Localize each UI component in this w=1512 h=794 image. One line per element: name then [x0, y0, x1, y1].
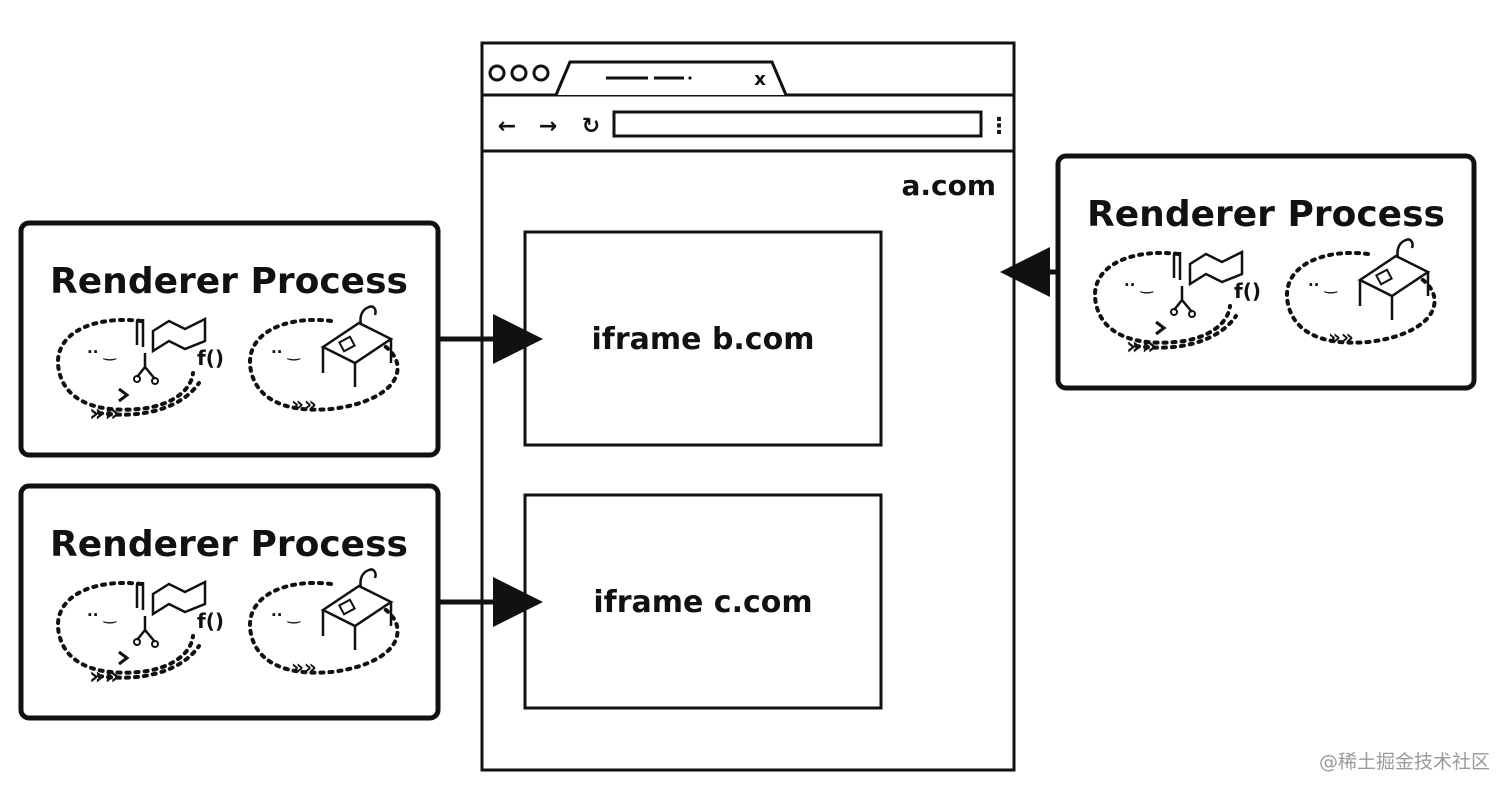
- renderer-process-2: Renderer Process ·· ‿ »» f() ·· ‿ »»: [18, 483, 441, 721]
- node-icon: [151, 640, 159, 648]
- browser-window: x ← → ↻ ⋮ a.com iframe b.com iframe c.co…: [480, 41, 1016, 772]
- lamp-icon: [1396, 238, 1414, 259]
- book-icon: [1172, 249, 1244, 287]
- speed-icon: »»: [1126, 332, 1157, 360]
- iframe-box: [523, 493, 883, 710]
- compositor-thread-icon: ·· ‿ »»: [247, 305, 400, 416]
- arrow-icon: [1155, 320, 1167, 336]
- window-dot-icon[interactable]: [488, 64, 506, 82]
- node-icon: [133, 638, 141, 646]
- smile-icon: ·· ‿: [271, 606, 301, 624]
- tree-icon: [1173, 286, 1193, 313]
- arrow-icon: [118, 650, 130, 666]
- main-thread-icon: ·· ‿ »» f(): [1092, 249, 1261, 360]
- desk-icon: [320, 321, 394, 387]
- paper-icon: [338, 598, 356, 616]
- main-thread-icon: ·· ‿ »» f(): [55, 316, 224, 427]
- forward-arrow-icon[interactable]: →: [539, 114, 557, 139]
- compositor-thread-icon: ·· ‿ »»: [1284, 238, 1437, 349]
- node-icon: [1188, 310, 1196, 318]
- speed-icon: »»: [291, 392, 317, 416]
- function-icon: f(): [197, 346, 224, 370]
- desk-icon: [1357, 254, 1431, 320]
- main-thread-icon: ·· ‿ »» f(): [55, 579, 224, 690]
- tree-icon: [136, 616, 156, 643]
- book-icon: [135, 579, 207, 617]
- function-icon: f(): [1234, 279, 1261, 303]
- lamp-icon: [359, 568, 377, 589]
- speed-icon: »»: [1328, 325, 1354, 349]
- window-dot-icon[interactable]: [510, 64, 528, 82]
- smile-icon: ·· ‿: [271, 343, 301, 361]
- tab-title-dot: [688, 76, 692, 80]
- node-icon: [133, 375, 141, 383]
- window-dot-icon[interactable]: [532, 64, 550, 82]
- window-controls[interactable]: [488, 64, 550, 82]
- arrow-icon: [118, 387, 130, 403]
- browser-tab[interactable]: x: [554, 60, 788, 96]
- top-frame-domain: a.com: [901, 169, 996, 202]
- menu-dots-icon[interactable]: ⋮: [988, 114, 1010, 139]
- back-arrow-icon[interactable]: ←: [498, 114, 516, 139]
- address-bar[interactable]: [612, 110, 983, 138]
- tree-icon: [136, 353, 156, 380]
- iframe-c: iframe c.com: [523, 493, 883, 710]
- iframe-label: iframe b.com: [592, 322, 815, 357]
- watermark: @稀土掘金技术社区: [1319, 751, 1490, 773]
- renderer-process-3: Renderer Process ·· ‿ »» f() ·· ‿ »»: [1055, 153, 1477, 391]
- lamp-icon: [359, 305, 377, 326]
- smile-icon: ·· ‿: [87, 606, 117, 624]
- renderer-process-1: Renderer Process ·· ‿ »» f() ·· ‿ »»: [18, 220, 441, 458]
- iframe-b: iframe b.com: [523, 230, 883, 447]
- speed-icon: »»: [89, 662, 120, 690]
- iframe-label: iframe c.com: [593, 585, 812, 620]
- node-icon: [151, 377, 159, 385]
- smile-icon: ·· ‿: [87, 343, 117, 361]
- tab-close-icon[interactable]: x: [754, 69, 766, 90]
- speed-icon: »»: [291, 655, 317, 679]
- process-title: Renderer Process: [1087, 194, 1445, 235]
- book-icon: [135, 316, 207, 354]
- speed-icon: »»: [89, 399, 120, 427]
- paper-icon: [1375, 268, 1393, 286]
- reload-icon[interactable]: ↻: [582, 114, 600, 139]
- browser-toolbar: ← → ↻ ⋮: [498, 110, 1010, 139]
- function-icon: f(): [197, 609, 224, 633]
- smile-icon: ·· ‿: [1124, 276, 1154, 294]
- paper-icon: [338, 335, 356, 353]
- iframe-box: [523, 230, 883, 447]
- process-title: Renderer Process: [50, 524, 408, 565]
- node-icon: [1170, 308, 1178, 316]
- desk-icon: [320, 584, 394, 650]
- process-title: Renderer Process: [50, 261, 408, 302]
- smile-icon: ·· ‿: [1308, 276, 1338, 294]
- compositor-thread-icon: ·· ‿ »»: [247, 568, 400, 679]
